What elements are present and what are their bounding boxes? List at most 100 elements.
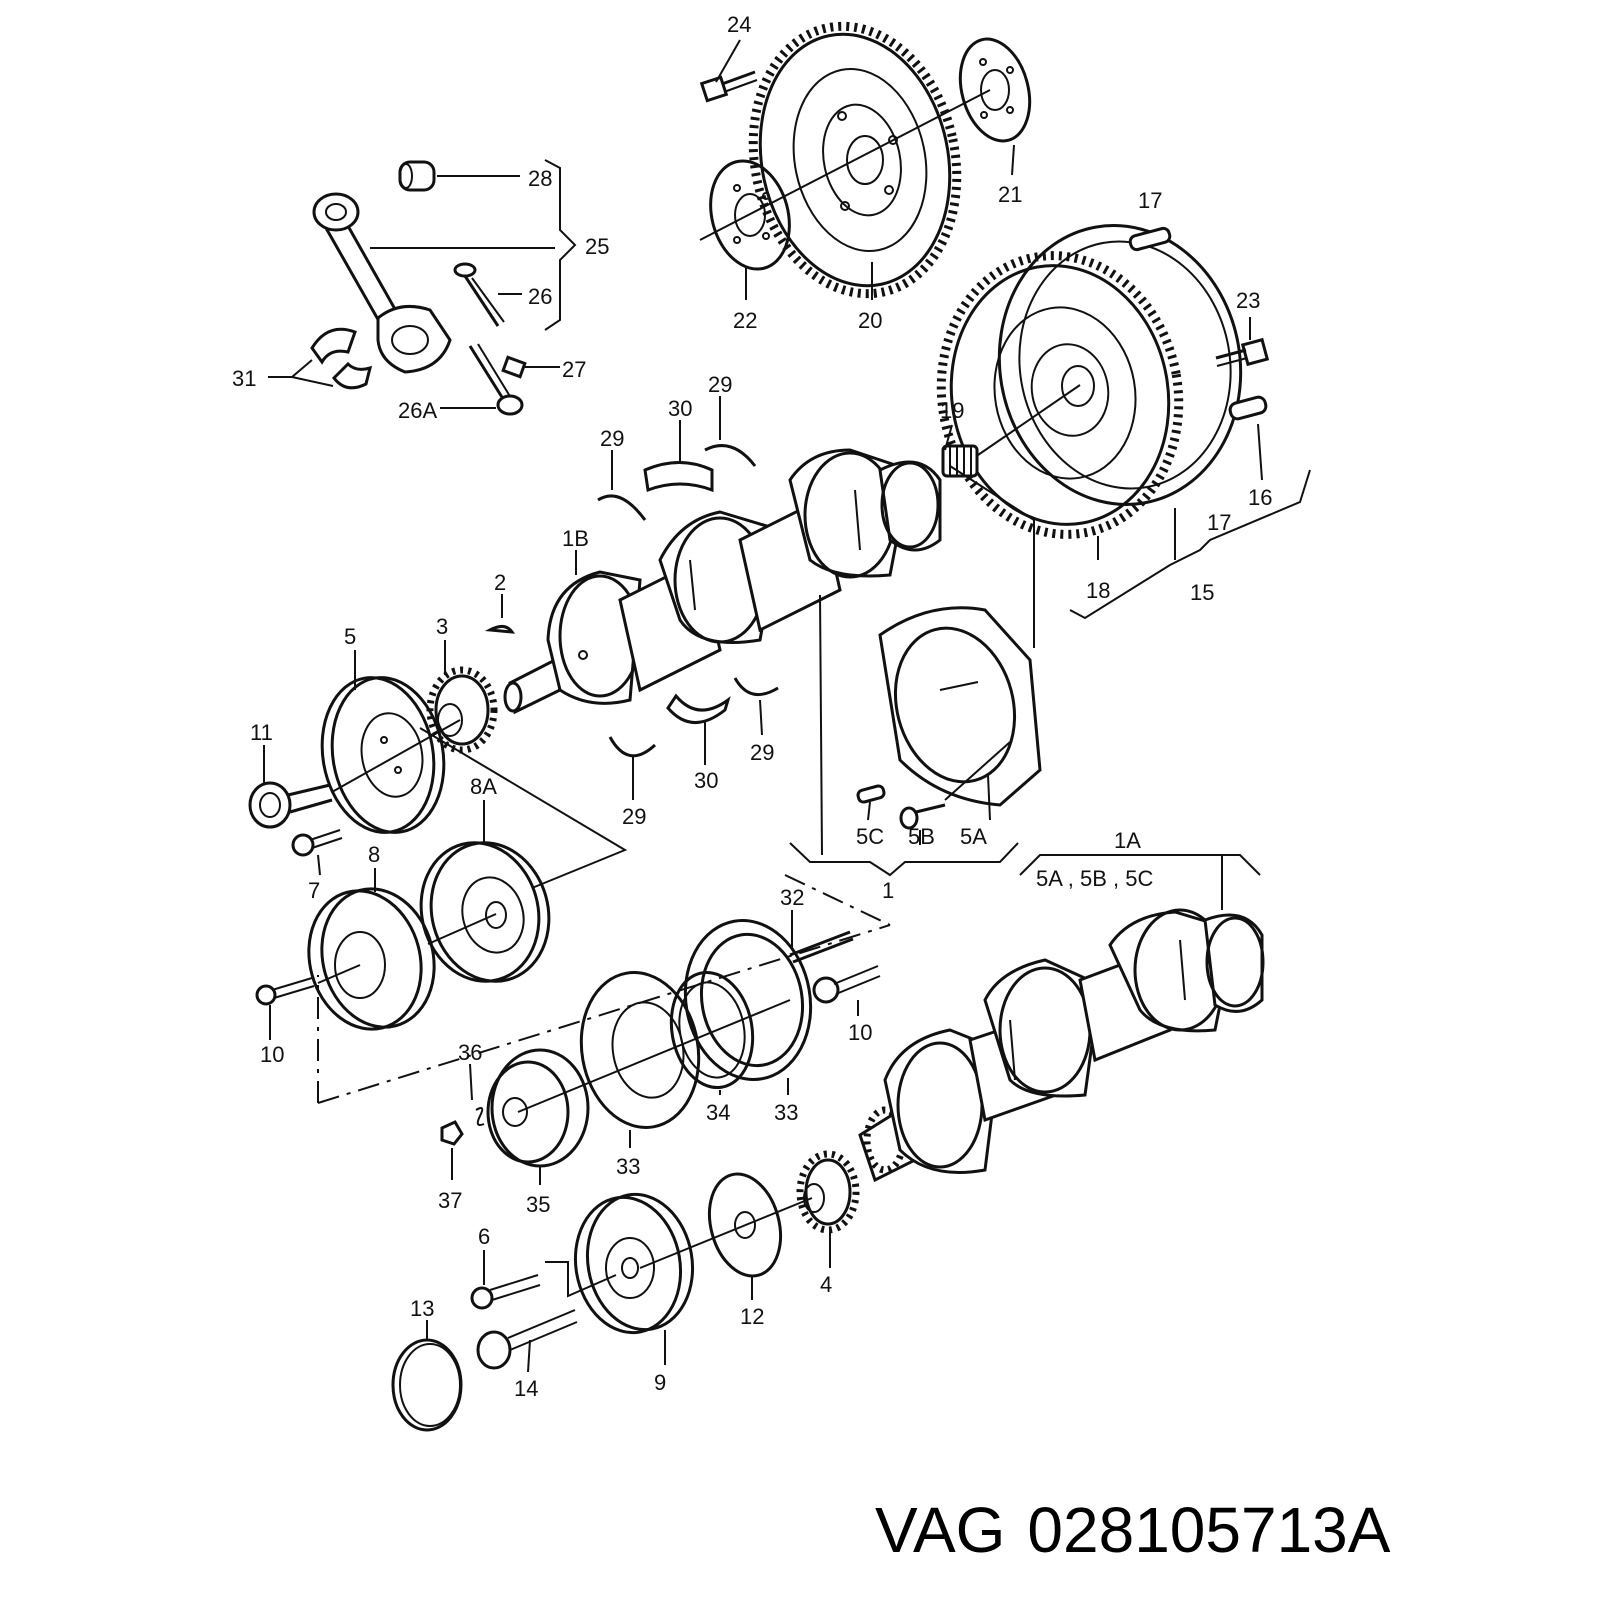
bush-28 [398,160,436,192]
flywheel-bearing-axis [977,384,1081,456]
callout-31: 31 [232,366,256,391]
callout-25: 25 [585,234,609,259]
thrust-washer-29b [704,444,757,467]
dual-mass-flywheel-18 [936,224,1243,539]
callout-2: 2 [494,570,506,595]
callout-5: 5 [344,624,356,649]
separator-dashed [317,874,891,1104]
callout-29-d: 29 [622,804,646,829]
nut-27 [501,355,527,379]
bearing-shell-30b [666,693,731,724]
callout-33-right: 33 [774,1100,798,1125]
callout-16: 16 [1248,485,1272,510]
callout-29-b: 29 [708,372,732,397]
callout-8A: 8A [470,774,497,799]
callout-29-c: 29 [750,740,774,765]
stud-32 [789,930,854,964]
callout-6: 6 [478,1224,490,1249]
callout-35: 35 [526,1192,550,1217]
plate-21 [958,37,1032,143]
callout-28: 28 [528,166,552,191]
bolt-11 [248,781,333,829]
seal-flange-5A [878,606,1042,807]
callout-27: 27 [562,357,586,382]
callout-5B: 5B [908,824,935,849]
plate-22 [709,159,791,271]
nut-37 [440,1120,464,1146]
washer-12 [708,1172,782,1278]
hub-35 [486,1048,590,1168]
callout-34: 34 [706,1100,730,1125]
callout-1B: 1B [562,526,589,551]
dowel-17 [1128,226,1172,252]
callout-26: 26 [528,284,552,309]
callout-11: 11 [250,720,273,745]
callout-1A: 1A [1114,828,1141,853]
callout-17-bottom: 17 [1207,510,1231,535]
callout-5C: 5C [856,824,884,849]
brand-label: VAG [875,1494,1006,1566]
pulley-8 [307,887,436,1031]
connecting-rod-25 [312,192,452,374]
callout-4: 4 [820,1272,832,1297]
pulley-8A [419,841,551,983]
screw-5B [899,803,946,830]
crankshaft-1A [858,908,1265,1183]
callout-17-top: 17 [1138,188,1162,213]
thrust-washer-29d [733,677,779,697]
bolt-24 [699,70,758,103]
ring-34 [669,970,755,1090]
callout-23: 23 [1236,288,1260,313]
callout-32: 32 [780,885,804,910]
callout-13: 13 [410,1296,434,1321]
callout-8: 8 [368,842,380,867]
bolt-10-right [812,965,881,1004]
bolt-14 [476,1309,578,1370]
bolt-26 [453,262,505,327]
callout-37: 37 [438,1188,462,1213]
callout-15: 15 [1190,580,1214,605]
thrust-washer-29c [608,736,657,758]
callout-5A: 5A [960,824,987,849]
flywheel-axis-line [699,89,991,241]
callout-29-a: 29 [600,426,624,451]
callout-24: 24 [727,12,751,37]
dowel-16 [1228,395,1268,421]
callout-19: 19 [940,398,964,423]
callout-22: 22 [733,308,757,333]
crankshaft-1 [503,448,942,715]
circlip-36 [475,1107,485,1126]
woodruff-key-2 [484,625,516,634]
callout-26A: 26A [398,398,437,423]
callout-12: 12 [740,1304,764,1329]
callout-14: 14 [514,1376,538,1401]
vibration-damper-5 [320,676,446,834]
thrust-washer-29a [597,494,647,521]
callout-9: 9 [654,1370,666,1395]
callout-30-a: 30 [668,396,692,421]
timing-gear-3 [426,666,498,754]
bolt-10-left [255,977,315,1006]
callout-labels: 24 28 25 26 27 26A 31 21 22 20 17 23 16 … [232,12,1272,1401]
callout-7: 7 [308,878,320,903]
damper-plate-33-left [579,971,701,1129]
cover-13 [391,1338,463,1432]
bearing-shells-31 [310,327,373,390]
callout-36: 36 [458,1040,482,1065]
callout-1: 1 [882,878,894,903]
callout-10-left: 10 [260,1042,284,1067]
bolt-6 [470,1274,541,1310]
vibration-damper-9 [573,1192,695,1335]
bolt-23 [1215,337,1270,367]
callout-21: 21 [998,182,1022,207]
callout-33-left: 33 [616,1154,640,1179]
callout-20: 20 [858,308,882,333]
part-number: 028105713A [1027,1494,1391,1566]
part-number-caption: VAG 028105713A [875,1485,1575,1575]
callout-10-right: 10 [848,1020,872,1045]
callout-3: 3 [436,614,448,639]
flywheel-20 [748,21,962,299]
callout-30-b: 30 [694,768,718,793]
bolt-26A [468,343,524,416]
